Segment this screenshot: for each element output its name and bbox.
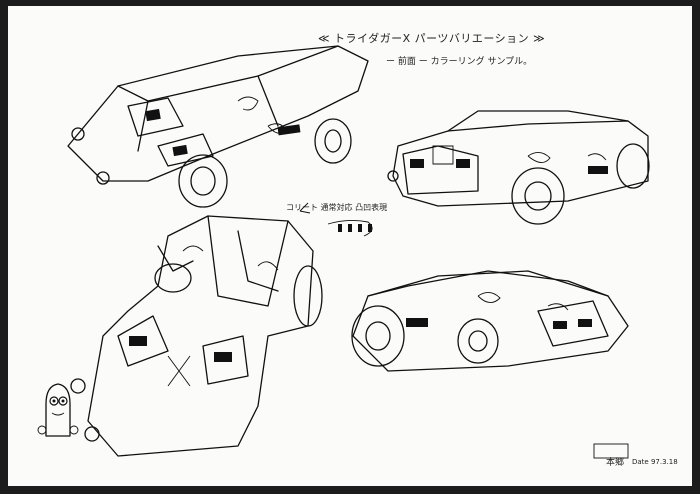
artist-signature: 本郷: [606, 458, 625, 468]
car-sketch-rear-three-quarter: [351, 270, 629, 372]
car-sketch-front-three-quarter: [67, 45, 369, 208]
car-sketch-top-down: [70, 215, 323, 457]
subtitle-note: ー 前面 ー カラーリング サンプル。: [386, 57, 533, 67]
drawing-sheet: ≪ トライダガーX パーツバリエーション ≫ ー 前面 ー カラーリング サンプ…: [8, 6, 692, 486]
car-sketch-side-front: [387, 110, 650, 225]
signature-box: [593, 443, 629, 459]
title-note: ≪ トライダガーX パーツバリエーション ≫: [318, 32, 546, 45]
callout-note: コリート 通常対応 凸凹表現: [286, 203, 388, 212]
mascot-doodle: [37, 383, 79, 437]
sketch-artwork: [37, 45, 650, 459]
sheet-date: Date 97.3.18: [632, 458, 678, 466]
callout-tire-detail: [299, 202, 373, 237]
